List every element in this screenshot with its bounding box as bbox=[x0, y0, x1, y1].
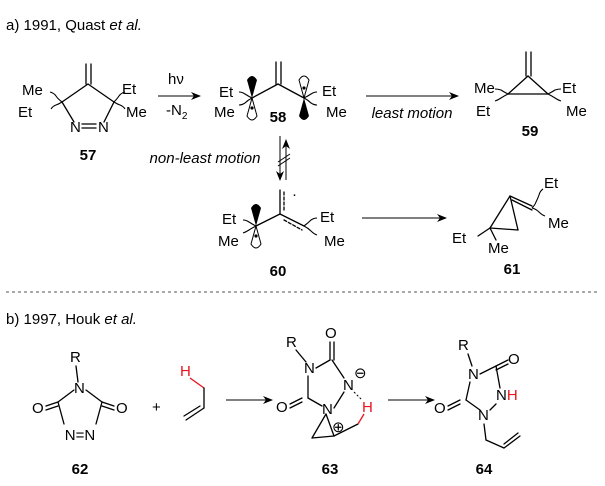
svg-text:H: H bbox=[180, 363, 191, 380]
svg-text:O: O bbox=[32, 400, 44, 417]
svg-text:Et: Et bbox=[320, 209, 335, 226]
svg-text:+: + bbox=[152, 399, 161, 416]
svg-text:R: R bbox=[70, 349, 81, 366]
svg-text:Et: Et bbox=[219, 84, 234, 101]
svg-text:O: O bbox=[116, 400, 128, 417]
label-62: 62 bbox=[72, 461, 89, 478]
svg-text:Me: Me bbox=[218, 233, 239, 250]
label-58: 58 bbox=[270, 109, 287, 126]
arrow-58-59: least motion bbox=[366, 92, 459, 122]
svg-text:Et: Et bbox=[322, 83, 337, 100]
label-57: 57 bbox=[80, 147, 97, 164]
compound-60: · Et Me Et Me 60 bbox=[218, 186, 345, 280]
svg-text:Me: Me bbox=[488, 240, 509, 257]
svg-text:·: · bbox=[292, 186, 297, 203]
svg-text:N: N bbox=[478, 407, 489, 424]
svg-text:Et: Et bbox=[18, 104, 33, 121]
svg-text:Me: Me bbox=[22, 82, 43, 99]
svg-text:N: N bbox=[468, 366, 479, 383]
svg-text:non-least motion: non-least motion bbox=[150, 150, 261, 167]
svg-text:R: R bbox=[458, 337, 469, 354]
compound-61: Et Me Et Me 61 bbox=[452, 175, 569, 278]
label-64: 64 bbox=[476, 461, 493, 478]
label-59: 59 bbox=[522, 123, 539, 140]
label-63: 63 bbox=[322, 461, 339, 478]
svg-text:O: O bbox=[325, 325, 337, 342]
section-b-header: b) 1997, Houk et al. bbox=[6, 311, 137, 328]
svg-text:N: N bbox=[343, 377, 354, 394]
label-61: 61 bbox=[504, 261, 521, 278]
compound-59: Me Et Et Me 59 bbox=[474, 51, 587, 140]
compound-63: R N O N ⊖ O N ⊕ H 63 bbox=[276, 325, 373, 478]
svg-text:NH: NH bbox=[496, 387, 518, 404]
svg-text:Et: Et bbox=[122, 81, 137, 98]
svg-text:Me: Me bbox=[214, 104, 235, 121]
svg-text:N: N bbox=[74, 380, 85, 397]
svg-text:O: O bbox=[276, 399, 288, 416]
svg-text:N: N bbox=[98, 119, 109, 136]
svg-text:Et: Et bbox=[222, 211, 237, 228]
compound-57: Me Et Et Me N N 57 bbox=[18, 63, 147, 164]
svg-text:Me: Me bbox=[326, 104, 347, 121]
svg-text:Me: Me bbox=[548, 215, 569, 232]
svg-text:Me: Me bbox=[474, 80, 495, 97]
svg-text:O: O bbox=[434, 400, 446, 417]
svg-text:Et: Et bbox=[452, 230, 467, 247]
svg-text:Et: Et bbox=[562, 80, 577, 97]
arrow-57-58: hν -N2 bbox=[158, 71, 201, 122]
equilibrium-58-60: non-least motion bbox=[150, 136, 291, 181]
svg-text:N=N: N=N bbox=[65, 427, 95, 444]
svg-text:R: R bbox=[286, 334, 297, 351]
compound-62: R N O O N=N 62 bbox=[32, 349, 128, 478]
svg-text:O: O bbox=[508, 351, 520, 368]
svg-text:Et: Et bbox=[544, 175, 559, 192]
propene: H bbox=[180, 363, 205, 421]
svg-text:N: N bbox=[304, 360, 315, 377]
compound-58: Et Me Et Me 58 bbox=[214, 61, 347, 126]
svg-text:H: H bbox=[362, 399, 373, 416]
svg-text:Me: Me bbox=[126, 104, 147, 121]
svg-text:least motion: least motion bbox=[372, 105, 453, 122]
compound-64: R N O NH O N 64 bbox=[434, 337, 521, 478]
svg-text:-N2: -N2 bbox=[166, 102, 188, 122]
svg-text:N: N bbox=[70, 119, 81, 136]
svg-text:⊖: ⊖ bbox=[354, 365, 367, 382]
svg-text:Me: Me bbox=[566, 103, 587, 120]
svg-text:N: N bbox=[322, 401, 333, 418]
svg-text:Me: Me bbox=[324, 233, 345, 250]
svg-text:Et: Et bbox=[476, 103, 491, 120]
section-a-header: a) 1991, Quast et al. bbox=[6, 17, 142, 34]
svg-text:hν: hν bbox=[168, 71, 184, 88]
label-60: 60 bbox=[270, 263, 287, 280]
